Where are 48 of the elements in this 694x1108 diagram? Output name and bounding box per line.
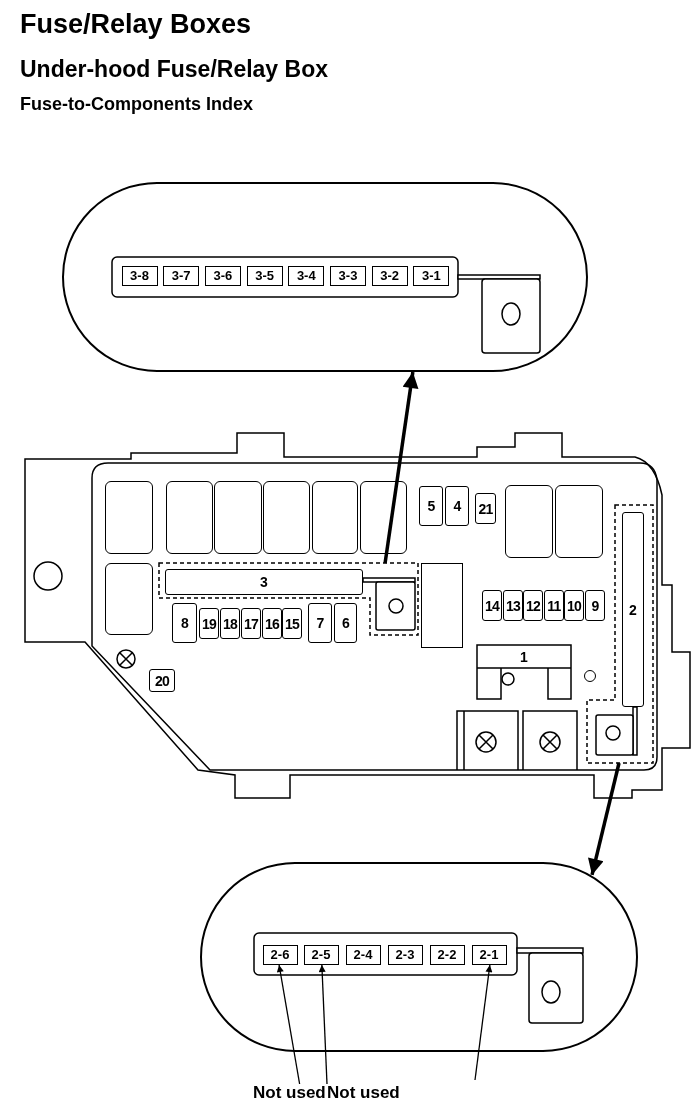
- relay-box: [360, 481, 407, 554]
- fuse: 8: [172, 603, 197, 643]
- relay-box: [312, 481, 358, 554]
- subtitle: Under-hood Fuse/Relay Box: [20, 55, 328, 84]
- connector-block: [421, 563, 463, 648]
- dashed-outline: [587, 505, 653, 763]
- note-text: Not used: [253, 1084, 327, 1104]
- fuse-box-housing: [25, 433, 690, 798]
- relay-box: [105, 563, 153, 635]
- leader-arrow: [276, 964, 301, 1085]
- fuse-cell: 3-3: [330, 265, 366, 286]
- fuse-bar: 3: [165, 569, 363, 595]
- fuse: 13: [503, 590, 523, 621]
- fuse: 18: [220, 608, 240, 639]
- fuse: 11: [544, 590, 564, 621]
- subtitle: Fuse-to-Components Index: [20, 93, 253, 116]
- relay-box: [555, 485, 603, 558]
- fuse-cell: 3-4: [288, 265, 325, 286]
- relay-box: [263, 481, 310, 554]
- relay-box: [105, 481, 153, 554]
- fuse: 7: [308, 603, 332, 643]
- fuse: 14: [482, 590, 502, 621]
- fuse: 5: [419, 486, 443, 526]
- fuse: 16: [262, 608, 282, 639]
- title: Fuse/Relay Boxes: [20, 8, 252, 41]
- relay-box: [214, 481, 262, 554]
- fuse: 9: [585, 590, 605, 621]
- fuse: 4: [445, 486, 469, 526]
- fuse: 17: [241, 608, 261, 639]
- fuse-bar: 2: [622, 512, 644, 707]
- relay-box: [166, 481, 213, 554]
- fuse: 10: [564, 590, 584, 621]
- fuse: 15: [282, 608, 302, 639]
- leader-arrow: [474, 964, 493, 1081]
- fuse-cell: 3-1: [413, 265, 450, 286]
- fuse: 6: [334, 603, 357, 643]
- fuse: 12: [523, 590, 543, 621]
- fuse-cell: 3-7: [163, 265, 200, 286]
- callout-arrow: [383, 371, 419, 564]
- callout-arrow: [588, 762, 621, 876]
- fuse: 19: [199, 608, 219, 639]
- note-text: Not used: [327, 1084, 401, 1104]
- fuse: 21: [475, 493, 496, 524]
- relay-box: [505, 485, 553, 558]
- fuse: 20: [149, 669, 175, 692]
- fuse: 1: [477, 645, 571, 699]
- dashed-outline: [159, 563, 418, 635]
- leader-arrow: [318, 964, 328, 1085]
